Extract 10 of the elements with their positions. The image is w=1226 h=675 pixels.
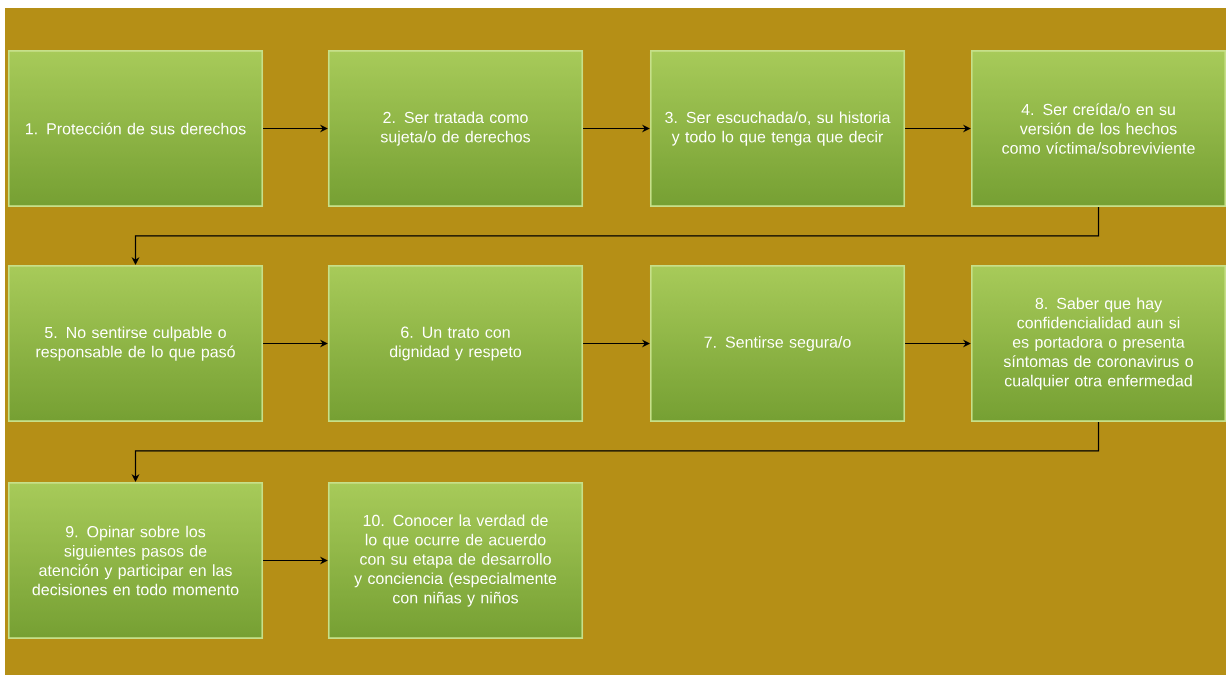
step-box: 2. Ser tratada como sujeta/o de derechos (327, 50, 584, 207)
step-box: 4. Ser creída/o en su versión de los hechos como víctima/sobreviviente (971, 50, 1226, 207)
step-box: 3. Ser escuchada/o, su historia y todo lo que tenga que decir (650, 50, 906, 207)
step-box: 5. No sentirse culpable o responsable de lo que pasó (7, 265, 264, 422)
step-box: 9. Opinar sobre los siguientes pasos de atención y participar en las decisiones en todo momento (7, 482, 264, 639)
step-box: 10. Conocer la verdad de lo que ocurre de acuerdo con su etapa de desarrollo y conciencia (especialmente con niñas y niños (327, 482, 584, 639)
step-box: 6. Un trato con dignidad y respeto (327, 265, 584, 422)
step-box: 1. Protección de sus derechos (7, 50, 264, 207)
step-box: 7. Sentirse segura/o (650, 265, 906, 422)
step-box: 8. Saber que hay confidencialidad aun si es portadora o presenta síntomas de coronavirus o cualquier otra enfermedad (971, 265, 1226, 422)
